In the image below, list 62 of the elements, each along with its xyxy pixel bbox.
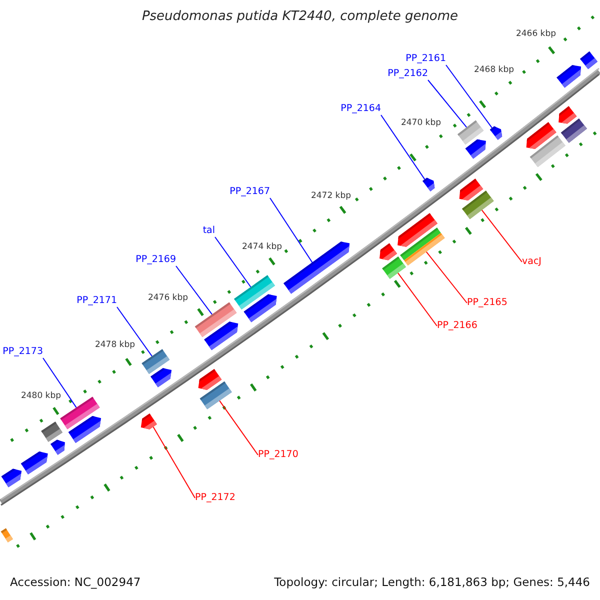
leader-line [42,358,77,408]
tick-label: 2470 kbp [400,118,442,128]
gene-label: PP_2166 [437,320,478,332]
gene-block [20,451,48,474]
gene-bar [560,118,587,143]
gene-bar [580,51,598,70]
gene-bar [0,528,13,542]
leader-line [380,114,426,180]
leader-line [152,426,196,498]
gene-label: PP_2161 [406,53,446,65]
leader-line [428,80,468,128]
leader-line [446,64,493,128]
leader-line [481,210,522,262]
gene-block [490,126,502,140]
gene-block [556,65,581,88]
gene-bar [462,190,494,220]
tick-label: 2480 kbp [20,391,62,401]
gene-block [150,368,172,388]
gene-bar [382,256,406,279]
gene-label: PP_2167 [230,186,270,198]
leader-line [116,306,152,357]
gene-block [198,369,222,390]
leader-line [219,400,258,456]
gene-label: PP_2173 [2,346,43,358]
gene-block [50,440,65,455]
gene-block [284,242,350,294]
gene-block [204,322,238,350]
gene-block [244,294,277,322]
tick-label: 2468 kbp [474,65,514,75]
genome-summary-label: Topology: circular; Length: 6,181,863 bp; Genes: 5,446 [274,575,590,589]
gene-block [140,414,157,430]
gene-label: PP_2169 [136,254,176,266]
gene-label: PP_2172 [195,492,236,504]
gene-block [1,468,22,488]
leader-line [214,236,252,288]
tick-label: 2466 kbp [516,29,556,39]
gene-bar [41,422,62,442]
leader-line [270,198,313,263]
gene-label: PP_2170 [258,449,298,461]
gene-block [68,416,102,443]
gene-block [558,106,577,124]
gene-label: vacJ [522,256,542,268]
leader-line [426,251,468,304]
map-title: Pseudomonas putida KT2440, complete genome [142,9,458,25]
gene-bar [530,135,566,168]
gene-label: PP_2165 [467,297,508,309]
leader-line [176,266,213,315]
tick-label: 2472 kbp [310,191,352,201]
tick-label: 2478 kbp [94,340,136,350]
gene-label: PP_2162 [388,68,428,80]
gene-label: PP_2171 [76,295,117,307]
gene-bar [200,381,232,410]
gene-bar [400,228,445,266]
gene-label: tal [202,225,215,237]
tick-label: 2474 kbp [242,242,282,252]
gene-label: PP_2164 [340,103,381,115]
tick-label: 2476 kbp [148,293,188,303]
accession-label: Accession: NC_002947 [10,575,141,589]
leader-line [397,272,438,326]
gene-block [422,178,435,192]
gene-block [380,243,398,260]
gene-block [465,139,486,159]
